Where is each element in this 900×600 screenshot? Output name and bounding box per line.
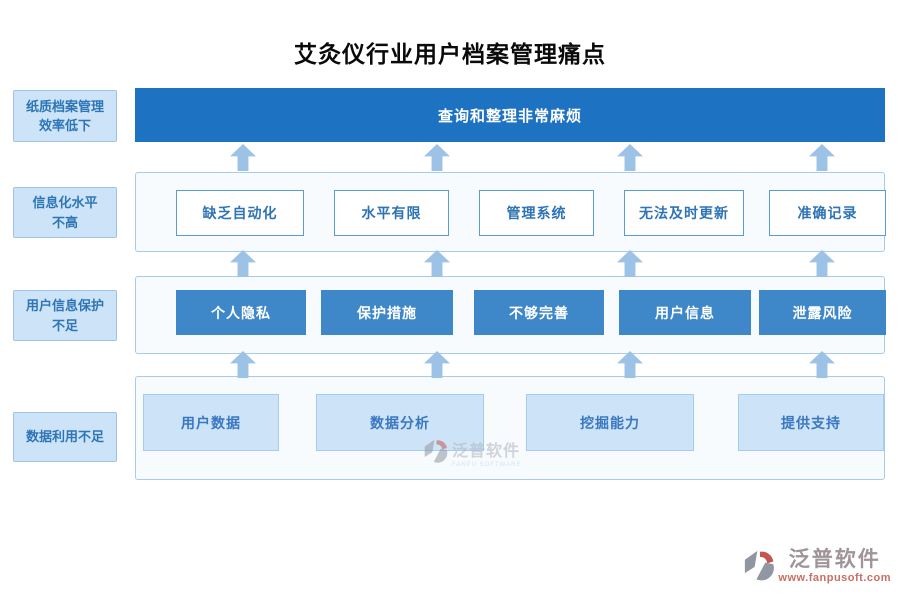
pain-box-management-system: 管理系统 — [479, 190, 594, 236]
fanpu-watermark: 泛普软件 FANPU SOFTWARE — [424, 437, 521, 471]
pain-box-personal-privacy: 个人隐私 — [176, 290, 306, 335]
up-arrow-icon — [809, 351, 835, 378]
up-arrow-icon — [230, 250, 256, 277]
up-arrow-icon — [809, 144, 835, 171]
pain-box-lack-automation: 缺乏自动化 — [176, 190, 304, 236]
footer-logo-brand: 泛普软件 — [788, 548, 881, 571]
row-data-group: 用户数据 数据分析 挖掘能力 提供支持 — [135, 376, 885, 480]
footer-logo-url: www.fanpusoft.com — [778, 572, 891, 585]
left-label-line: 信息化水平 — [32, 195, 98, 210]
left-label-line: 不足 — [51, 317, 78, 333]
up-arrow-icon — [809, 250, 835, 277]
up-arrow-icon — [230, 144, 256, 171]
pain-box-accurate-record: 准确记录 — [769, 190, 886, 236]
up-arrow-icon — [424, 250, 450, 277]
watermark-subtext: FANPU SOFTWARE — [452, 462, 522, 468]
arrow-row-3 — [135, 351, 885, 378]
fanpu-logo-icon — [744, 548, 776, 589]
pain-box-user-data: 用户数据 — [143, 394, 279, 451]
pain-box-provide-support: 提供支持 — [738, 394, 884, 451]
pain-box-protection-measures: 保护措施 — [321, 290, 453, 335]
left-label-privacy-protection: 用户信息保护 不足 — [13, 290, 117, 341]
up-arrow-icon — [617, 250, 643, 277]
left-label-paper-archive-efficiency: 纸质档案管理 效率低下 — [13, 90, 117, 142]
up-arrow-icon — [424, 144, 450, 171]
left-label-line: 用户信息保护 — [25, 298, 104, 313]
pain-box-mining-ability: 挖掘能力 — [526, 394, 694, 451]
left-label-informatization-level: 信息化水平 不高 — [13, 187, 117, 238]
row-privacy-group: 个人隐私 保护措施 不够完善 用户信息 泄露风险 — [135, 276, 886, 354]
page-title: 艾灸仪行业用户档案管理痛点 — [294, 41, 606, 68]
pain-box-limited-level: 水平有限 — [334, 190, 449, 236]
arrow-row-1 — [135, 144, 885, 171]
left-label-line: 不高 — [51, 214, 78, 230]
row-informatization-group: 缺乏自动化 水平有限 管理系统 无法及时更新 准确记录 — [135, 172, 886, 252]
left-label-line: 数据利用不足 — [25, 429, 104, 445]
up-arrow-icon — [424, 351, 450, 378]
up-arrow-icon — [230, 351, 256, 378]
pain-box-user-info: 用户信息 — [619, 290, 751, 335]
left-label-line: 效率低下 — [38, 118, 91, 133]
arrow-row-2 — [135, 250, 885, 277]
banner-query-hassle: 查询和整理非常麻烦 — [135, 88, 885, 142]
pain-box-not-complete: 不够完善 — [474, 290, 604, 335]
up-arrow-icon — [617, 144, 643, 171]
fanpu-logo-icon — [424, 437, 449, 471]
watermark-brand: 泛普软件 — [452, 443, 521, 460]
up-arrow-icon — [617, 351, 643, 378]
pain-box-data-analysis: 数据分析 — [316, 394, 484, 451]
fanpu-logo: 泛普软件 www.fanpusoft.com — [744, 548, 891, 589]
left-label-line: 纸质档案管理 — [25, 98, 104, 114]
pain-box-cannot-update: 无法及时更新 — [624, 190, 744, 236]
left-label-data-utilization: 数据利用不足 — [13, 412, 117, 462]
pain-box-leak-risk: 泄露风险 — [759, 290, 886, 335]
